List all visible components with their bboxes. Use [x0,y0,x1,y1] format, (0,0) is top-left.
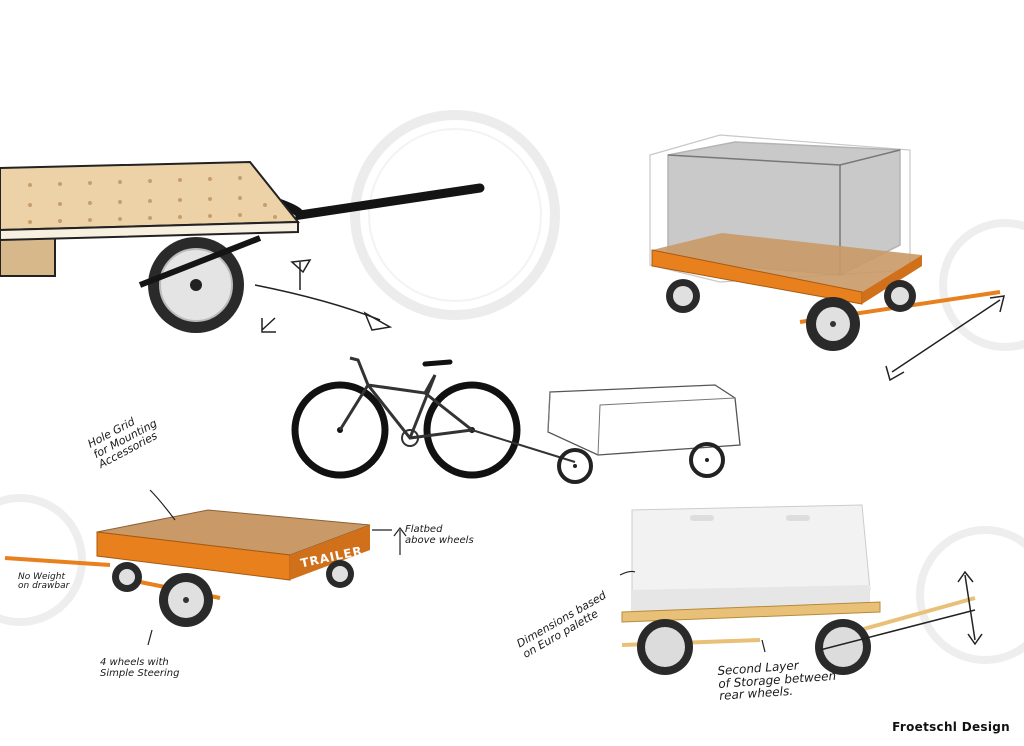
flatbed-annotation: Flatbed above wheels [405,524,474,546]
bicycle-with-trailer-sketch [291,356,741,484]
trailer-flatbed-render [0,489,407,646]
covered-trailer-render [649,134,1024,382]
annotation-line: above wheels [405,534,474,546]
annotation-line: No Weight [18,572,65,582]
annotation-line: on drawbar [18,581,70,592]
brand-signature: Froetschl Design [892,720,1010,734]
flatbed-closeup-render [0,110,560,333]
annotation-line: Flatbed [405,524,443,535]
four-wheels-annotation: 4 wheels with Simple Steering [100,657,180,679]
annotation-line: 4 wheels with [100,657,169,668]
annotation-line: Simple Steering [100,667,180,679]
box-trailer-render [619,504,1024,675]
no-weight-annotation: No Weight on drawbar [18,572,70,592]
